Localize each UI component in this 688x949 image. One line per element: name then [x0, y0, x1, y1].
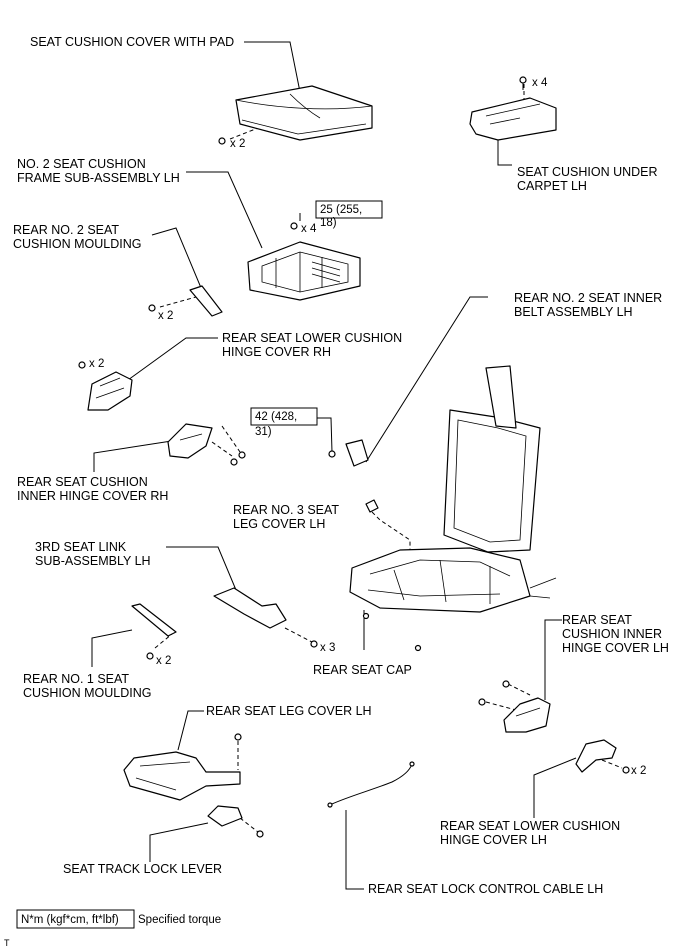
- label-inner-hinge-lh: REAR SEAT: [562, 613, 632, 627]
- legend-torque-box: N*m (kgf*cm, ft*lbf): [21, 914, 119, 926]
- cap-icon: [362, 612, 422, 652]
- label-no1-moulding-2: CUSHION MOULDING: [23, 686, 151, 700]
- label-lower-hinge-rh: REAR SEAT LOWER CUSHION: [222, 331, 402, 345]
- screw-icon: [256, 830, 264, 838]
- qty-hinge-lh: x 2: [631, 765, 646, 777]
- assembly-dash-lines: [154, 84, 623, 833]
- label-leg-cover-lh: REAR SEAT LEG COVER LH: [206, 704, 372, 718]
- track-lever-illustration: [207, 805, 243, 827]
- screw-icon: [622, 766, 630, 774]
- link-3rd-illustration: [213, 587, 287, 629]
- screw-icon: [310, 640, 318, 648]
- inner-belt-illustration: [345, 439, 369, 467]
- legend: N*m (kgf*cm, ft*lbf) Specified torque: [16, 909, 221, 929]
- inner-hinge-rh-illustration: [167, 423, 213, 459]
- lower-hinge-lh-illustration: [575, 739, 617, 773]
- screw-icon: [148, 304, 156, 312]
- label-seat-cap: REAR SEAT CAP: [313, 663, 412, 677]
- bolt-icon: [290, 222, 298, 230]
- label-lower-hinge-lh: REAR SEAT LOWER CUSHION: [440, 819, 620, 833]
- label-inner-hinge-lh-3: HINGE COVER LH: [562, 641, 669, 655]
- torque-value: 42 (428,: [255, 411, 297, 423]
- no3-leg-cover-illustration: [365, 499, 379, 513]
- label-inner-hinge-rh-2: INNER HINGE COVER RH: [17, 489, 168, 503]
- qty-moulding2: x 2: [158, 310, 173, 322]
- label-cable-lh: REAR SEAT LOCK CONTROL CABLE LH: [368, 882, 603, 896]
- label-frame-lh: NO. 2 SEAT CUSHION: [17, 157, 146, 171]
- no1-moulding-illustration: [131, 603, 177, 637]
- qty-moulding1: x 2: [156, 655, 171, 667]
- screw-icon: [230, 451, 246, 466]
- cable-illustration: [327, 761, 415, 808]
- label-inner-hinge-lh-2: CUSHION INNER: [562, 627, 662, 641]
- screw-icon: [478, 680, 510, 706]
- label-under-carpet-2: CARPET LH: [517, 179, 587, 193]
- label-under-carpet: SEAT CUSHION UNDER: [517, 165, 658, 179]
- label-lower-hinge-rh-2: HINGE COVER RH: [222, 345, 331, 359]
- legend-description: Specified torque: [138, 914, 221, 926]
- cushion-frame-illustration: [247, 241, 361, 301]
- torque-spec-2: 42 (428, 31): [250, 407, 318, 438]
- torque-spec-1: 25 (255, 18): [315, 200, 383, 229]
- clip-icon: [519, 76, 527, 90]
- torque-value: 25 (255,: [320, 204, 362, 216]
- label-no2-moulding: REAR NO. 2 SEAT: [13, 223, 119, 237]
- screw-icon: [146, 652, 154, 660]
- label-no3-leg-cover-2: LEG COVER LH: [233, 517, 325, 531]
- leader-lines: [91, 41, 577, 890]
- qty-link: x 3: [320, 642, 335, 654]
- rear-seat-assembly-illustration: [349, 365, 557, 613]
- qty-carpet: x 4: [532, 77, 548, 89]
- bolt-icon: [328, 450, 336, 458]
- corner-mark: T: [4, 938, 10, 948]
- label-inner-belt-2: BELT ASSEMBLY LH: [514, 305, 633, 319]
- inner-hinge-lh-illustration: [503, 697, 551, 733]
- label-link-3rd-2: SUB-ASSEMBLY LH: [35, 554, 151, 568]
- no2-moulding-illustration: [189, 285, 223, 317]
- screw-icon: [78, 361, 86, 369]
- torque-value-cont: 31): [255, 426, 272, 438]
- under-carpet-illustration: [469, 97, 557, 141]
- qty-cover: x 2: [230, 138, 245, 150]
- label-no2-moulding-2: CUSHION MOULDING: [13, 237, 141, 251]
- seat-cushion-cover-illustration: [235, 85, 373, 141]
- label-track-lever: SEAT TRACK LOCK LEVER: [63, 862, 222, 876]
- label-no1-moulding: REAR NO. 1 SEAT: [23, 672, 129, 686]
- lower-hinge-rh-illustration: [87, 371, 133, 411]
- leg-cover-lh-illustration: [123, 751, 241, 801]
- screw-icon: [218, 137, 226, 145]
- label-lower-hinge-lh-2: HINGE COVER LH: [440, 833, 547, 847]
- clip-icon: [234, 733, 242, 741]
- label-no3-leg-cover: REAR NO. 3 SEAT: [233, 503, 339, 517]
- label-inner-hinge-rh: REAR SEAT CUSHION: [17, 475, 148, 489]
- qty-hinge-rh: x 2: [89, 358, 104, 370]
- label-link-3rd: 3RD SEAT LINK: [35, 540, 127, 554]
- label-inner-belt: REAR NO. 2 SEAT INNER: [514, 291, 662, 305]
- label-seat-cushion-cover: SEAT CUSHION COVER WITH PAD: [30, 35, 234, 49]
- qty-frame: x 4: [301, 223, 317, 235]
- torque-value-cont: 18): [320, 217, 337, 229]
- label-frame-lh-2: FRAME SUB-ASSEMBLY LH: [17, 171, 180, 185]
